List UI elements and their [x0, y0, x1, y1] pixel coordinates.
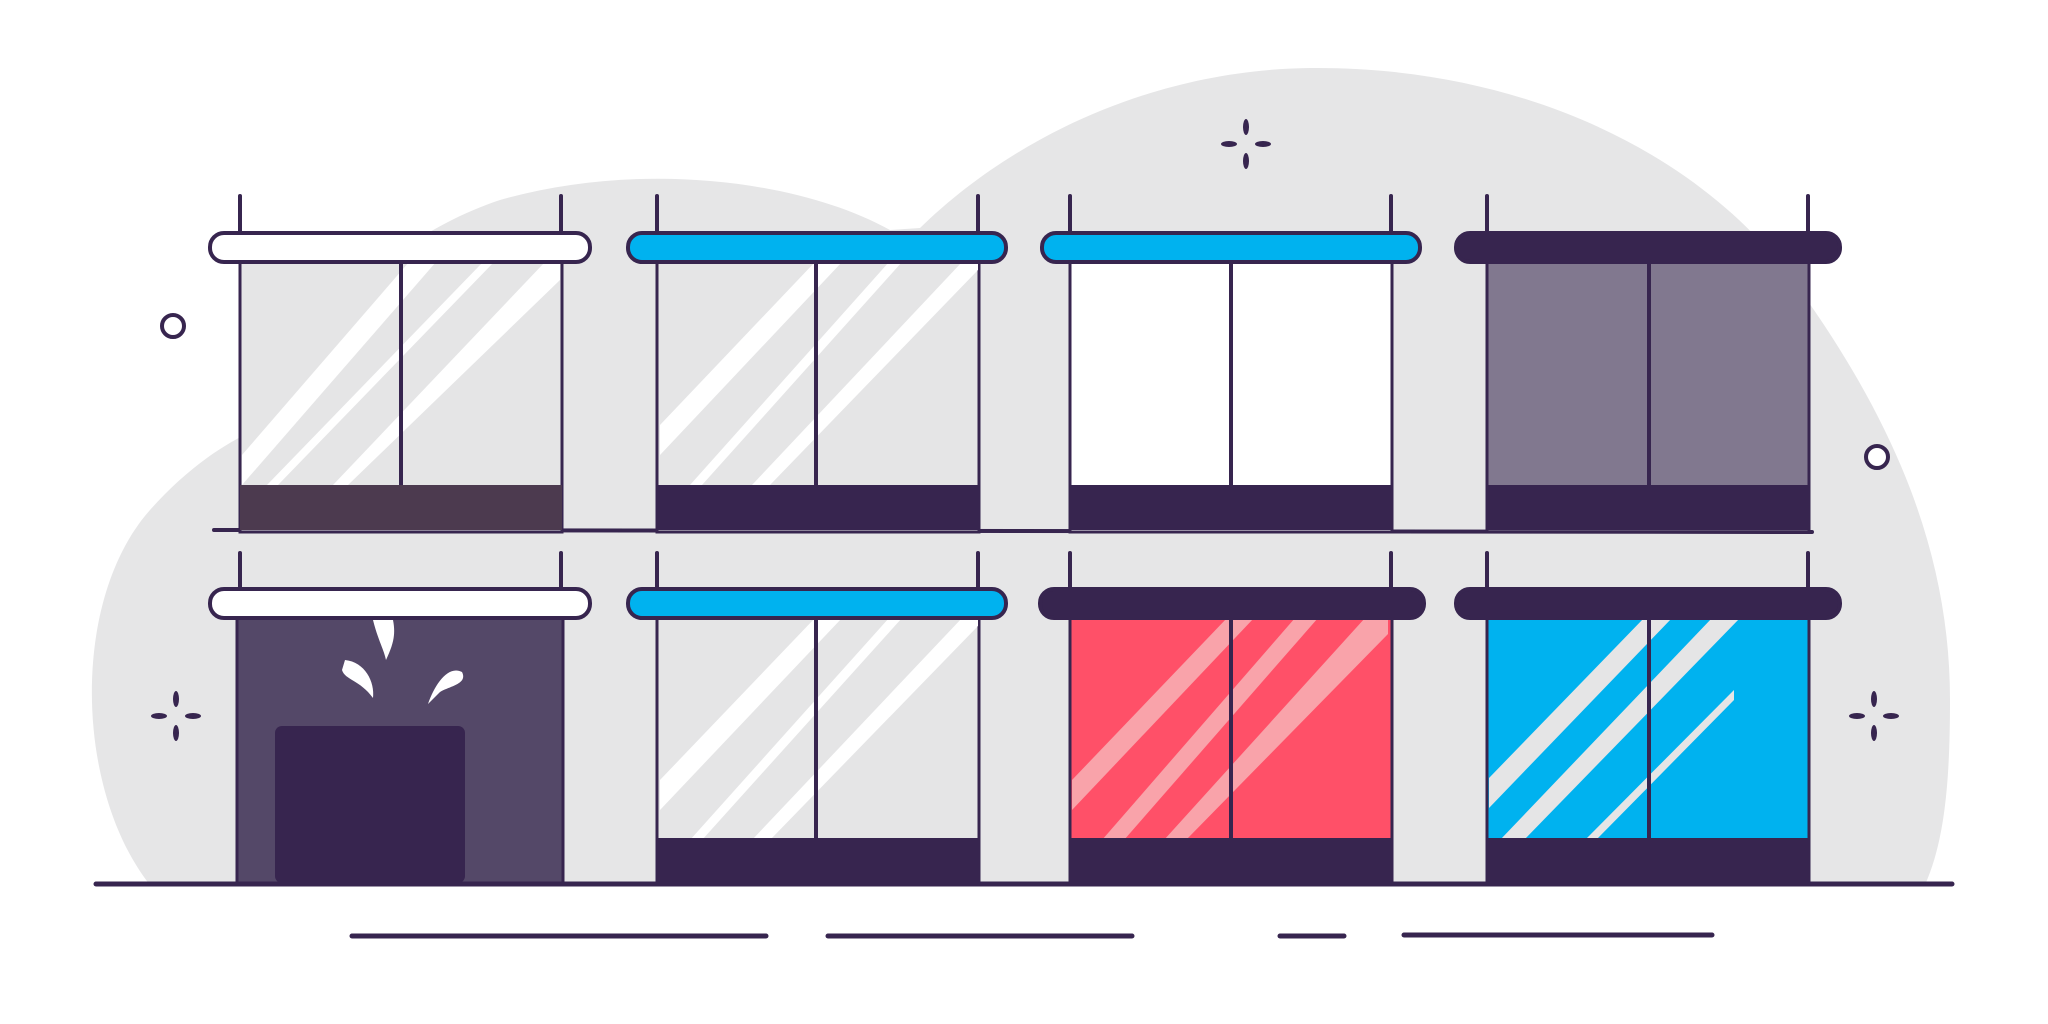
sparkle-icon	[1849, 691, 1899, 741]
ground-window-3	[1038, 551, 1426, 885]
ground-window-1-door	[208, 551, 592, 885]
ground-window-2	[626, 551, 1008, 885]
top-window-4	[1454, 194, 1842, 534]
circle-icon	[1864, 444, 1890, 470]
sparkle-icon	[151, 691, 201, 741]
sparkle-icon	[1221, 119, 1271, 169]
ground-floor	[93, 551, 1955, 887]
doorway	[275, 726, 465, 883]
street-dashes	[349, 932, 1715, 939]
top-floor	[208, 194, 1842, 534]
ground-window-4	[1454, 551, 1842, 885]
top-window-2	[626, 194, 1008, 534]
top-window-3	[1040, 194, 1422, 534]
circle-icon	[160, 313, 186, 339]
top-window-1	[208, 194, 592, 534]
